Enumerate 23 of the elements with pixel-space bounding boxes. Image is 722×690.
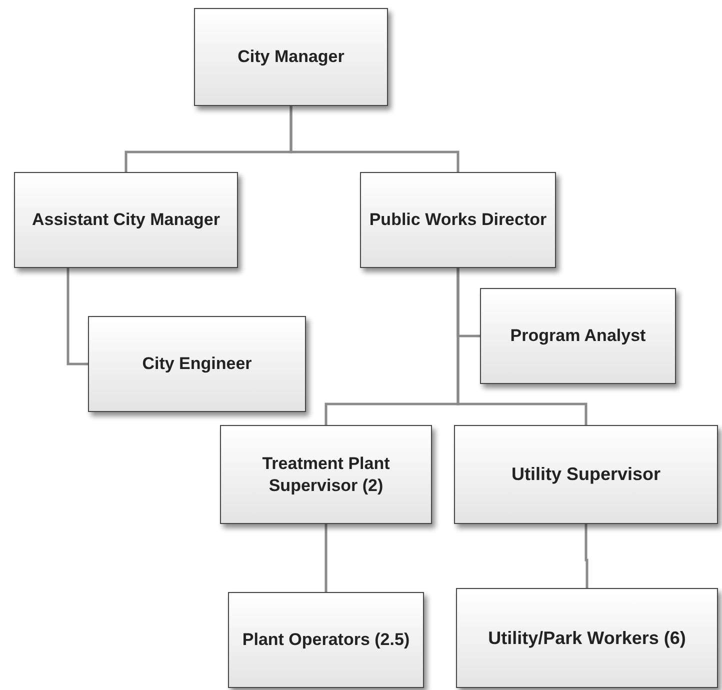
position-title: Plant Operators (2.5) [242, 629, 410, 651]
position-box [194, 8, 388, 106]
position-title: Program Analyst [510, 325, 646, 347]
position-title: Assistant City Manager [32, 209, 220, 231]
connector-line [324, 524, 328, 592]
position-title: Utility/Park Workers (6) [488, 626, 686, 650]
position-box [14, 172, 238, 268]
position-title: City Manager [238, 46, 344, 68]
position-box [480, 288, 676, 384]
position-box [360, 172, 556, 268]
connector-line [456, 268, 588, 425]
position-title: City Engineer [142, 353, 252, 375]
position-box [88, 316, 306, 412]
connector-line [584, 524, 588, 588]
connector-line [290, 106, 460, 172]
position-box [228, 592, 424, 688]
connector-line [66, 268, 88, 366]
position-title: Public Works Director [369, 209, 547, 231]
position-box [456, 588, 718, 688]
position-box [220, 425, 432, 524]
position-box [454, 425, 718, 524]
position-title: Utility Supervisor [511, 463, 661, 486]
position-title: Treatment Plant Supervisor (2) [261, 453, 391, 496]
